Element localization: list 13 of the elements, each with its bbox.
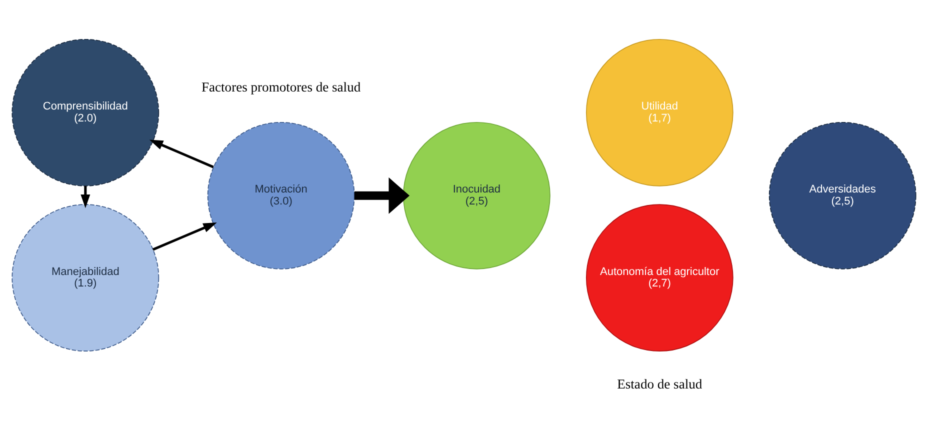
- node-circle: Motivación (3.0): [207, 121, 355, 269]
- label: Factores promotores de salud: [201, 78, 361, 94]
- node-circle: Utilidad (1,7): [586, 38, 734, 186]
- node-circle: Manejabilidad (1.9): [12, 204, 160, 351]
- node-circle: Inocuidad (2,5): [403, 121, 550, 269]
- arrow: [152, 222, 217, 250]
- arrow: [149, 139, 214, 168]
- node-circle: Adversidades (2,5): [768, 121, 916, 269]
- arrow: [80, 186, 90, 208]
- label: Estado de salud: [617, 376, 702, 392]
- node-circle: Autonomía del agricultor (2,7): [586, 204, 734, 351]
- arrow: [354, 176, 410, 214]
- node-circle: Comprensibilidad (2.0): [12, 38, 160, 186]
